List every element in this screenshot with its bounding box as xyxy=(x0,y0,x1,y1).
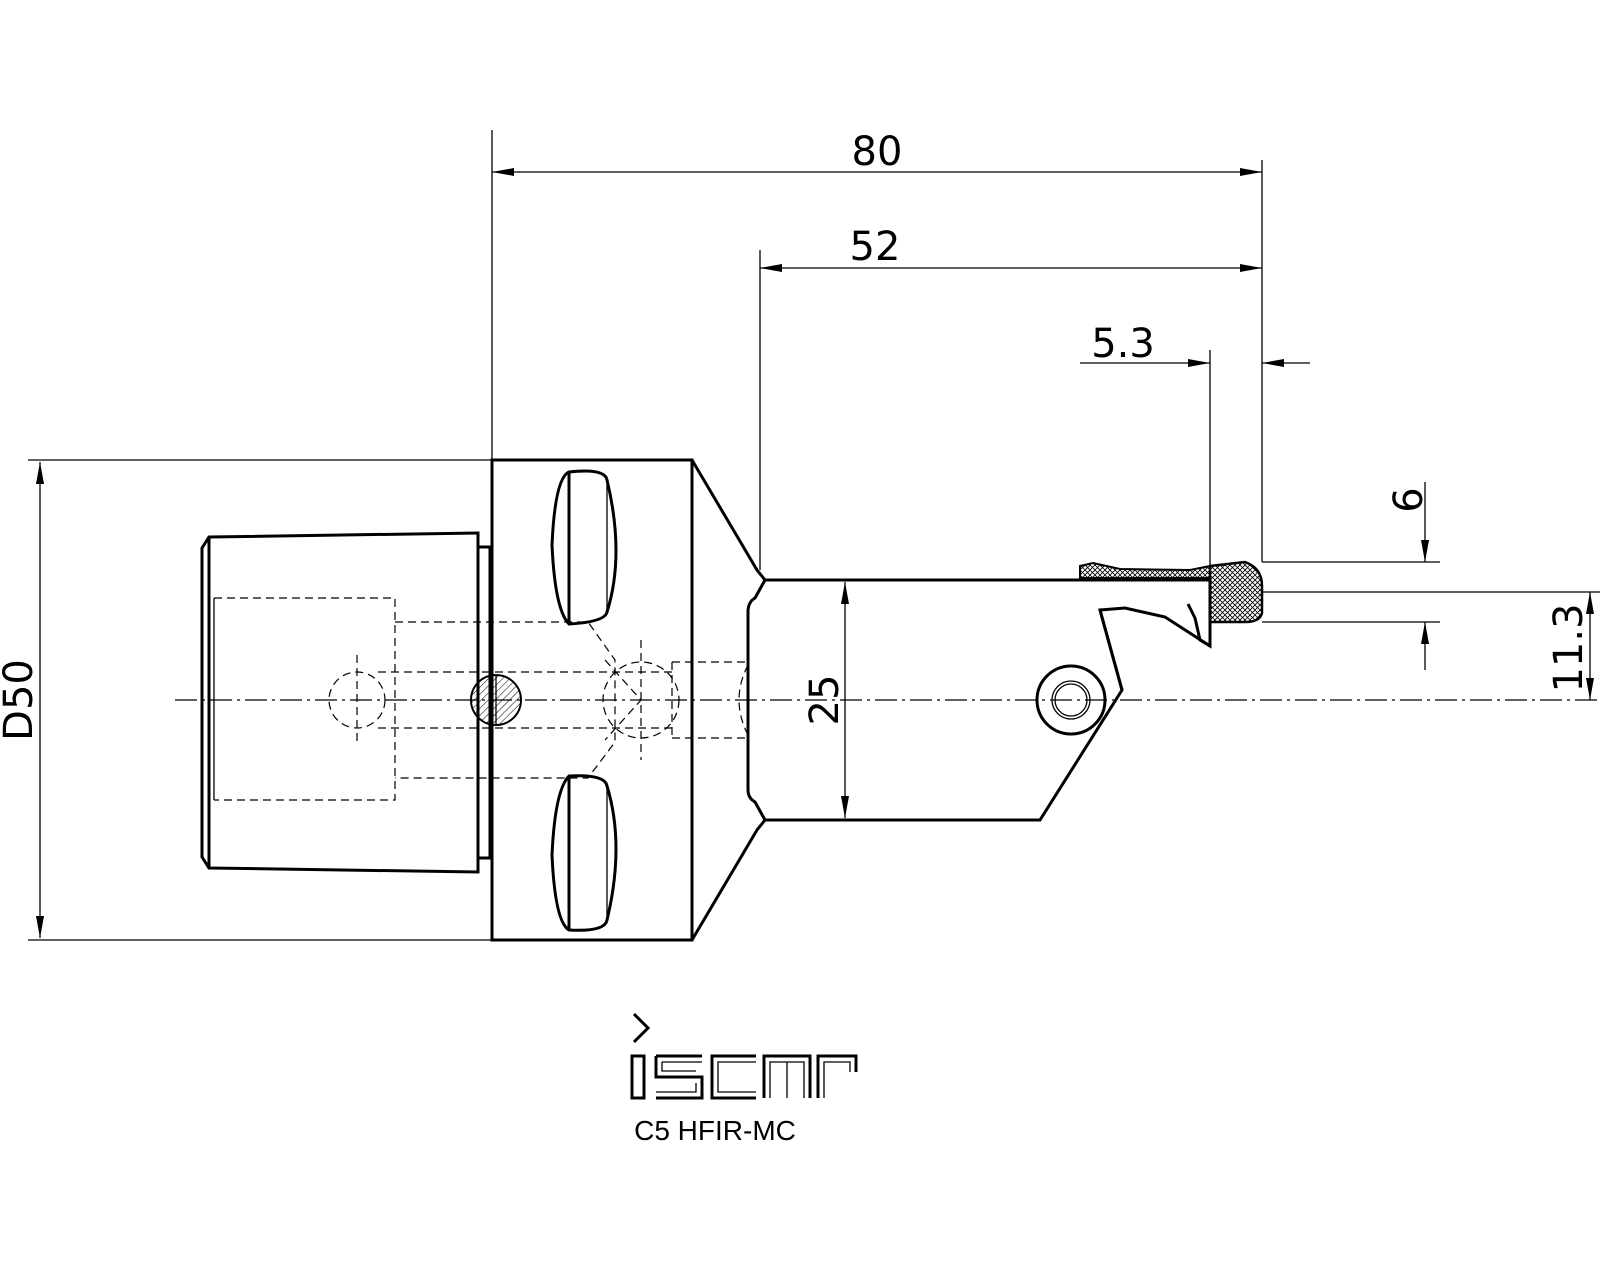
dimension-25: 25 xyxy=(802,582,849,818)
dimension-52: 52 xyxy=(759,224,1262,570)
hidden-lines xyxy=(214,597,749,801)
shank xyxy=(200,531,492,874)
dimension-6-label: 6 xyxy=(1386,487,1432,512)
flange xyxy=(490,458,694,942)
dimension-25-label: 25 xyxy=(802,675,848,726)
dimension-52-label: 52 xyxy=(850,224,901,270)
model-caption: C5 HFIR-MC xyxy=(634,1115,796,1146)
iscar-logo xyxy=(630,1012,858,1100)
dimension-5-3-label: 5.3 xyxy=(1091,321,1155,367)
dimension-d50-label: D50 xyxy=(0,659,42,741)
cutting-insert xyxy=(1079,560,1264,624)
dimension-80-label: 80 xyxy=(852,129,903,175)
dimension-80: 80 xyxy=(491,129,1263,562)
head xyxy=(690,459,1212,941)
dimension-6: 6 xyxy=(1262,482,1440,670)
dimension-d50: D50 xyxy=(0,459,492,941)
dimension-11-3-label: 11.3 xyxy=(1546,603,1592,692)
dimension-5-3: 5.3 xyxy=(1080,321,1310,566)
dimension-11-3: 11.3 xyxy=(1262,591,1600,700)
